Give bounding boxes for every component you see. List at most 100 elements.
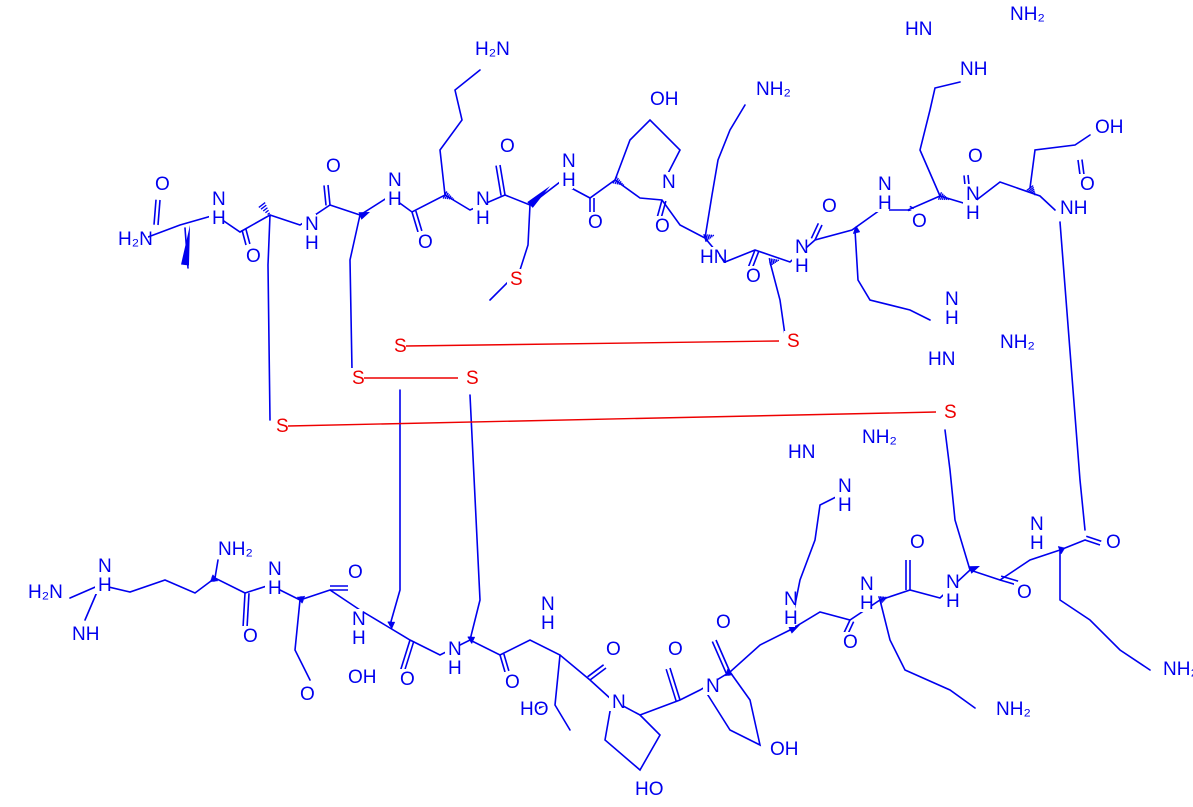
atom-text-oh-hyp3: OH xyxy=(770,739,799,760)
stereo-hash-bond xyxy=(724,668,734,677)
atom-text-s2: S xyxy=(352,368,365,389)
asp2-side-chain xyxy=(294,599,311,681)
stereo-wedge-bond xyxy=(527,186,550,208)
cys4-carbonyl xyxy=(399,639,411,673)
atom-text-nh2-arg3: NH₂ xyxy=(218,539,253,560)
stereo-hash-bond xyxy=(1057,546,1066,554)
cys2-carbonyl xyxy=(327,184,331,206)
atom-text-nh2-guan1: NH₂ xyxy=(1010,4,1045,25)
atom-label-o-asp2: O xyxy=(345,562,363,583)
stereo-wedge-bond xyxy=(358,212,370,220)
cys2-carbonyl xyxy=(323,185,327,206)
thr-carbonyl xyxy=(589,667,607,681)
atom-label-o-arg2: O xyxy=(909,211,927,232)
atom-label-o2-asp2: O xyxy=(297,684,315,705)
arg1-carbonyl xyxy=(814,224,823,241)
atom-label-hn-guan2: HN xyxy=(925,349,955,370)
atom-label-o-cys4: O xyxy=(397,669,415,690)
atom-text-s5: S xyxy=(787,331,800,352)
lys1-carbonyl xyxy=(415,210,423,232)
atom-text-nh-lys2: HN xyxy=(700,247,727,268)
atom-text-s6: S xyxy=(944,402,957,423)
atom-text-o-thr: O xyxy=(606,639,621,660)
atom-label-o-met: O xyxy=(497,136,515,157)
stereo-hash-bond xyxy=(258,202,272,217)
atom-label-o-lys4: O xyxy=(1103,532,1121,553)
atom-text-n-hyp2: N xyxy=(612,692,626,713)
atom-label-o-cys6: O xyxy=(1014,582,1032,603)
atom-text-nh2-lys3: NH₂ xyxy=(996,699,1031,720)
cys4-side-chain xyxy=(389,389,401,626)
arg3-amine xyxy=(214,559,219,579)
lys3-side-chain xyxy=(879,599,976,709)
thr-side-chain xyxy=(554,654,571,731)
stereo-hash-bond xyxy=(768,257,780,267)
atom-label-o-hyp2: O xyxy=(665,639,683,660)
atom-text-o-hyp1: O xyxy=(588,212,603,233)
atom-label-nh-guan1: NH xyxy=(957,59,987,80)
atom-text-oh-hyp1: OH xyxy=(650,89,679,110)
atom-label-h2n-guan3: H₂N xyxy=(25,582,63,603)
cys1-carbonyl xyxy=(241,229,247,246)
disulfide-bond-cys2-cys9 xyxy=(405,340,780,347)
atom-text-nh2-ala: H₂N xyxy=(118,229,153,250)
atom-text-oh-asp1: OH xyxy=(1095,117,1124,138)
atom-label-o-arg1: O xyxy=(819,196,837,217)
lys4-carbonyl xyxy=(1084,539,1101,546)
arg4-side-chain xyxy=(789,494,841,631)
cys4-carbonyl xyxy=(403,640,415,674)
atom-label-nh2-lys3: NH₂ xyxy=(993,699,1031,720)
atom-label-s5: S xyxy=(784,331,800,352)
stereo-hash-bond xyxy=(877,596,888,604)
atom-label-oh-asp1: OH xyxy=(1092,117,1124,138)
asp-lys-link xyxy=(1059,221,1086,531)
arg1-side-chain xyxy=(854,229,931,321)
stereo-wedge-bond xyxy=(181,225,190,266)
atom-label-o-cys2: O xyxy=(323,156,341,177)
arg3-carbonyl xyxy=(246,593,250,629)
stereo-hash-bond xyxy=(703,233,715,243)
atom-label-nh2-guan1: NH₂ xyxy=(1007,4,1045,25)
lys1-side-chain xyxy=(439,69,481,196)
atom-text-nh2-guan4: NH₂ xyxy=(862,427,897,448)
stereo-hash-bond xyxy=(387,621,396,629)
thr-carbonyl xyxy=(587,664,605,678)
lys2-carbonyl xyxy=(656,199,663,219)
atom-label-o-hyp1: O xyxy=(585,212,603,233)
met-side-chain xyxy=(489,204,531,301)
hyp2-carbonyl xyxy=(665,668,677,702)
atom-label-o-lys1: O xyxy=(415,232,433,253)
atom-label-o-asp1: O xyxy=(965,146,983,167)
atom-text-o-asp1: O xyxy=(968,146,983,167)
atom-text-nh2-guan2: NH₂ xyxy=(1000,332,1035,353)
atom-label-o-lys2: O xyxy=(652,216,670,237)
stereo-hash-bond xyxy=(1026,185,1036,196)
atom-label-nh2-arg3: NH₂ xyxy=(215,539,253,560)
atom-text-o-cys5: O xyxy=(505,672,520,693)
atom-label-s1: S xyxy=(391,336,407,357)
atom-label-nh-lys2: HN xyxy=(697,247,727,268)
atom-label-n-hyp1: N xyxy=(659,172,676,193)
atom-text-o-cys4: O xyxy=(400,669,415,690)
cys5-carbonyl xyxy=(503,653,510,672)
ala-carbonyl xyxy=(157,199,161,226)
